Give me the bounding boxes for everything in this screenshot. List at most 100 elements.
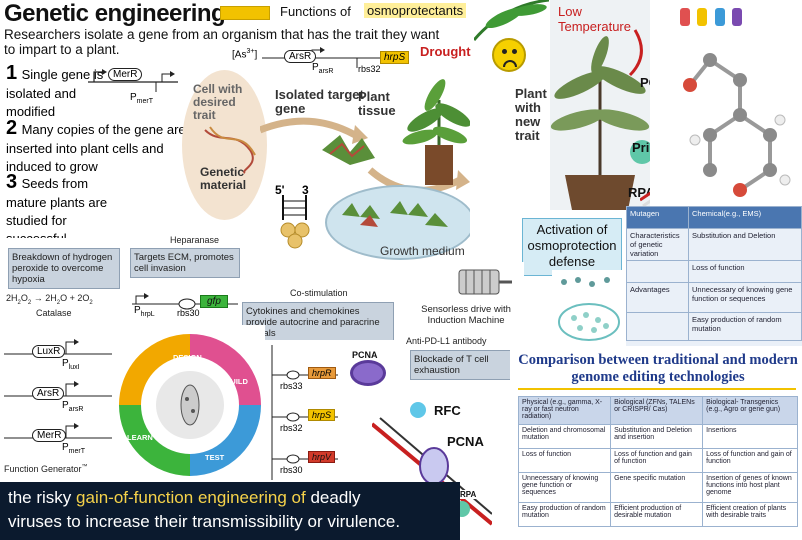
heparanase-title: Heparanase	[170, 235, 220, 245]
dbtl-cycle-tile: DESIGN BUILD TEST LEARN	[115, 325, 265, 485]
molecule-icon	[683, 53, 791, 197]
step-number: 2	[6, 117, 18, 139]
comparison-header: Biological (ZFNs, TALENs or CRISPR/ Cas)	[610, 396, 704, 425]
rbs-label: rbs30	[280, 465, 303, 475]
gfp-gene: gfp	[200, 295, 228, 308]
promoter-label: ParsR	[62, 400, 84, 413]
comparison-cell: Efficient creation of plants with desira…	[702, 502, 798, 527]
comparison-cell: Loss of function and gain of function	[702, 448, 798, 473]
cell-label: Cell with desired trait	[193, 82, 243, 122]
banner-line-2: viruses to increase their transmissibili…	[8, 512, 401, 531]
banner-line-1: the risky gain-of-function engineering o…	[8, 488, 361, 507]
plant-tissue-label: Plant tissue	[358, 89, 396, 118]
cycle-test: TEST	[205, 453, 225, 462]
mutagen-header: Mutagen	[626, 206, 689, 229]
caption-banner: the risky gain-of-function engineering o…	[0, 482, 460, 540]
catalase-label: Catalase	[36, 308, 72, 318]
arsenic-label: [As3+]	[232, 48, 258, 61]
mutagen-cell: Substitution and Deletion	[688, 228, 802, 261]
mutagen-cell: Loss of function	[688, 260, 802, 283]
comparison-cell: Loss of function and gain of function	[610, 448, 704, 473]
rfc-label: RFC	[434, 403, 461, 418]
costim-title: Co-stimulation	[290, 288, 348, 298]
promoter-label: ParsR	[312, 62, 334, 75]
cycle-design: DESIGN	[173, 353, 202, 362]
promoter-label: PmerT	[62, 442, 86, 455]
comparison-title: Comparison between traditional and moder…	[518, 352, 798, 385]
comparison-cell: Substitution and Deletion and insertion	[610, 424, 704, 449]
hrps-gene: hrpS	[380, 51, 410, 64]
pcna-small-label: PCNA	[352, 350, 378, 360]
arsr-protein: ArsR	[32, 387, 65, 400]
plant-icon	[402, 79, 470, 185]
genetic-engineering-tile: Genetic engineering Researchers isolate …	[0, 0, 470, 270]
tree-icon	[550, 29, 650, 210]
comparison-header: Biological- Transgenics (e.g., Agro or g…	[702, 396, 798, 425]
rbs-label: rbs32	[358, 64, 381, 74]
page-title: Genetic engineering	[4, 0, 226, 27]
rbs-label: rbs30	[177, 308, 200, 318]
five-prime-label: 5'	[275, 183, 285, 197]
molecule-tile	[650, 0, 802, 205]
comparison-header: Physical (e.g., gamma, X-ray or fast neu…	[517, 396, 612, 425]
comparison-cell: Gene specific mutation	[610, 472, 704, 503]
rbs-stack-tile: rbs33 hrpR rbs32 hrpS rbs30 hrpV	[268, 345, 340, 485]
step-number: 1	[6, 62, 18, 84]
cycle-diagram	[119, 334, 261, 476]
mutagen-cell: Easy production of random mutation	[688, 312, 802, 341]
pcna-label-2: PCNA	[447, 434, 484, 449]
mutagen-cell: Characteristics of genetic variation	[626, 228, 689, 261]
mutagen-cell	[626, 260, 689, 283]
growth-medium-label: Growth medium	[380, 244, 465, 258]
activation-text: Activation of osmoprotection defense sys…	[527, 222, 617, 275]
drought-label: Drought	[420, 44, 471, 59]
functions-label: Functions of	[280, 4, 351, 19]
rbs-label: rbs32	[280, 423, 303, 433]
leaf-pieces-icon	[342, 201, 448, 227]
arsr-circuit: [As3+] ArsR ParsR rbs32 hrpS	[232, 46, 412, 82]
comparison-cell: Deletion and chromosomal mutation	[517, 424, 612, 449]
gene-circuit-icon	[132, 293, 252, 310]
heparanase-tile: Heparanase Targets ECM, promotes cell in…	[122, 225, 262, 325]
hrpv-gene: hrpV	[308, 451, 336, 463]
motor-icon	[458, 269, 512, 295]
intro-text: Researchers isolate a gene from an organ…	[4, 27, 440, 57]
osmoprotectants-label: osmoprotectants	[364, 3, 467, 18]
cells-icon	[558, 277, 620, 341]
merr-gene-block: MerR PmerT	[88, 66, 183, 106]
sad-face-icon	[492, 38, 526, 72]
hrpr-gene: hrpR	[308, 367, 336, 379]
costimulation-tile: Co-stimulation Cytokines and chemokines …	[238, 280, 400, 340]
mutagen-cell: Unnecessary of knowing gene function or …	[688, 282, 802, 313]
pill-icons	[680, 8, 780, 26]
comparison-table: Physical (e.g., gamma, X-ray or fast neu…	[517, 396, 798, 527]
genetic-material-label: Genetic material	[200, 165, 247, 192]
step-text: Many copies of the gene are inserted int…	[6, 122, 186, 174]
petri-dish	[325, 185, 470, 260]
merr-protein: MerR	[108, 68, 143, 81]
step-2: 2 Many copies of the gene are inserted i…	[6, 117, 186, 176]
antipd-title: Anti-PD-L1 antibody	[406, 336, 487, 346]
cycle-build: BUILD	[225, 377, 248, 386]
cycle-learn: LEARN	[127, 433, 153, 442]
arsr-protein: ArsR	[284, 50, 317, 63]
comparison-cell: Efficient production of desirable mutati…	[610, 502, 704, 527]
plant-new-trait-label: Plant with new trait	[515, 86, 547, 143]
motor-tile: Sensorless drive with Induction Machine	[404, 262, 524, 330]
step-text: Single gene is isolated and modified	[6, 67, 104, 119]
cells-dots-tile	[552, 270, 626, 345]
activation-box: Activation of osmoprotection defense sys…	[522, 218, 622, 276]
promoter-label: PhrpL	[134, 305, 155, 318]
merr-protein: MerR	[32, 429, 67, 442]
cell-blob	[182, 70, 267, 220]
isolated-gene-label: Isolated target gene	[275, 87, 364, 116]
gene-circuit-icon	[88, 69, 178, 92]
low-temp-label: Low Temperature	[558, 4, 631, 34]
dna-helix-icon	[204, 126, 256, 174]
antipd-tile: Anti-PD-L1 antibody Blockade of T cell e…	[400, 330, 520, 390]
comparison-tile: Comparison between traditional and moder…	[510, 346, 802, 540]
promoter-label: PmerT	[130, 92, 154, 105]
comparison-cell: Easy production of random mutation	[517, 502, 612, 527]
dna-replication-icon	[372, 417, 492, 526]
